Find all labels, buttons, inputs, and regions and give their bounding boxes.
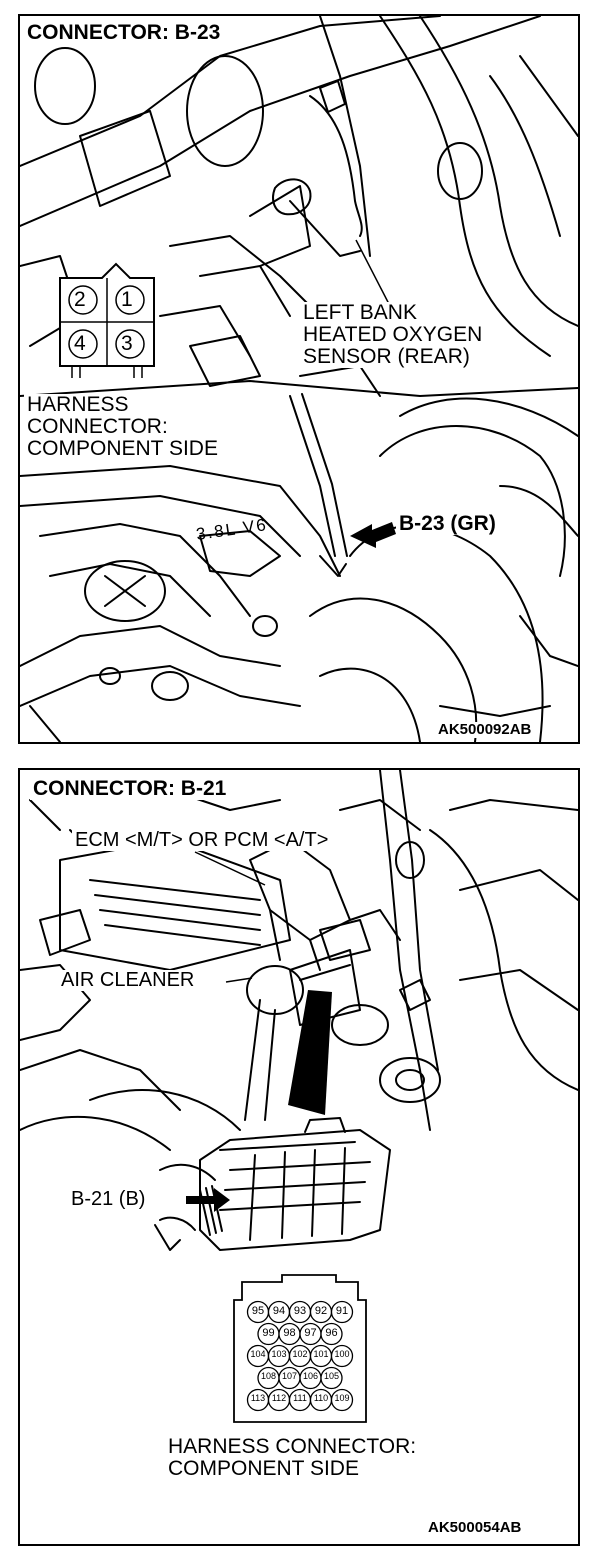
engine-bay-illustration-b21 [20, 770, 578, 1423]
connector-pin-109 [330, 1388, 354, 1412]
panel-title: CONNECTOR: B-21 [30, 777, 230, 801]
pin-label-4: 4 [74, 332, 86, 355]
pin-label: 94 [272, 1305, 286, 1317]
pin-label: 105 [323, 1371, 340, 1381]
connector-pin-100 [330, 1344, 354, 1368]
connector-b21-panel: CONNECTOR: B-21 ECM <M/T> OR PCM <A/T> A… [18, 768, 580, 1546]
pin-label: 102 [292, 1349, 308, 1359]
pin-label: 104 [250, 1349, 266, 1359]
connector-b23-panel: CONNECTOR: B-23 2 1 4 3 LEFT BANK HEATED… [18, 14, 580, 744]
pin-label-1: 1 [121, 288, 133, 311]
pin-label-3: 3 [121, 332, 133, 355]
pin-label: 98 [283, 1327, 296, 1339]
pin-label: 111 [293, 1393, 307, 1403]
pin-label: 107 [281, 1371, 298, 1381]
connector-pin-91 [330, 1300, 354, 1324]
pin-label-2: 2 [74, 288, 86, 311]
pin-label: 95 [251, 1305, 265, 1317]
pin-label: 96 [325, 1327, 338, 1339]
sensor-label: LEFT BANK HEATED OXYGEN SENSOR (REAR) [300, 301, 486, 369]
harness-connector-label: HARNESS CONNECTOR: COMPONENT SIDE [24, 393, 221, 461]
pin-label: 100 [334, 1349, 350, 1359]
connector-pin-105 [320, 1366, 343, 1390]
figure-code: AK500092AB [435, 722, 535, 738]
harness-connector-label: HARNESS CONNECTOR: COMPONENT SIDE [168, 1435, 417, 1481]
connector-pin-96 [320, 1322, 343, 1346]
pin-label: 106 [302, 1371, 319, 1381]
pin-label: 91 [335, 1305, 349, 1317]
pin-label: 97 [304, 1327, 317, 1339]
pin-label: 108 [260, 1371, 277, 1381]
pin-label: 93 [293, 1305, 307, 1317]
pin-label: 112 [271, 1393, 287, 1403]
pin-label: 92 [314, 1305, 328, 1317]
panel-title: CONNECTOR: B-23 [24, 21, 224, 45]
pin-label: 113 [250, 1393, 266, 1403]
pin-label: 103 [271, 1349, 287, 1359]
pin-label: 99 [262, 1327, 275, 1339]
air-cleaner-label: AIR CLEANER [58, 970, 198, 991]
figure-code: AK500054AB [425, 1520, 525, 1536]
pin-label: 101 [313, 1349, 329, 1359]
engine-bay-illustration-b23 [20, 16, 578, 742]
ecm-pcm-label: ECM <M/T> OR PCM <A/T> [72, 830, 332, 851]
connector-callout: B-23 (GR) [396, 512, 499, 536]
connector-callout: B-21 (B) [68, 1189, 149, 1210]
pin-label: 109 [334, 1393, 350, 1403]
pin-label: 110 [313, 1393, 329, 1403]
